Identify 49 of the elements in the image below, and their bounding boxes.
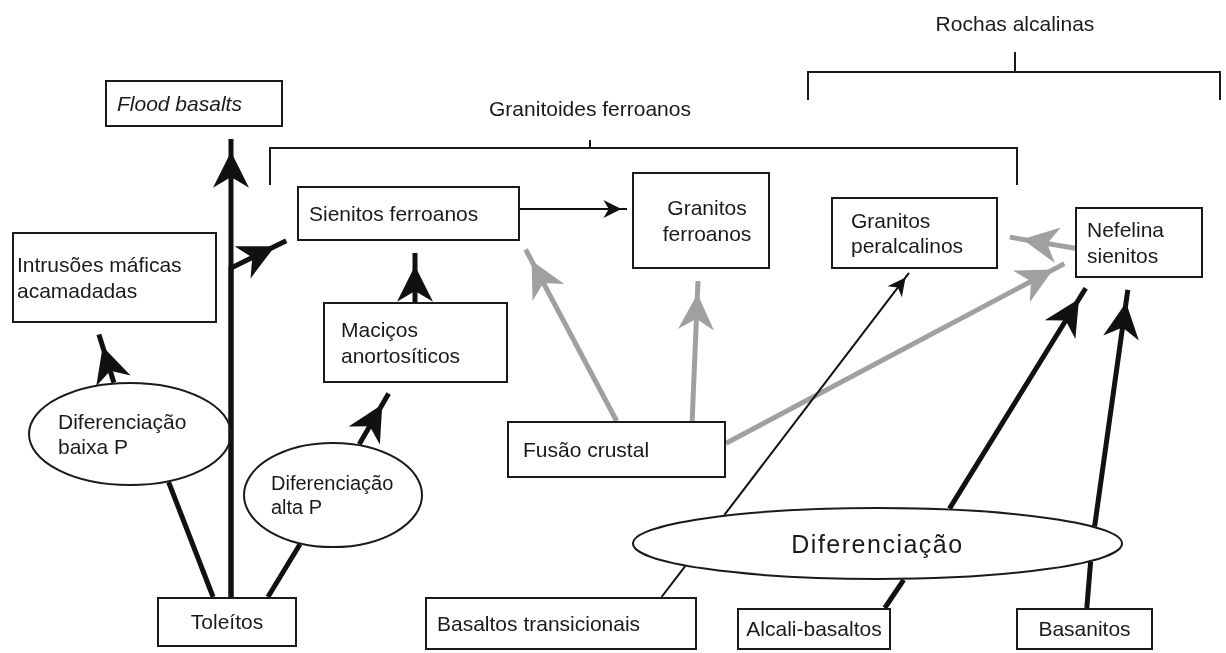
process-ellipse xyxy=(28,382,232,486)
node-label: Diferenciação baixa P xyxy=(58,408,188,460)
process-box xyxy=(831,197,998,269)
node-label: Diferenciação xyxy=(790,528,965,559)
connector-line xyxy=(1084,561,1094,609)
node-label: Flood basalts xyxy=(117,90,243,117)
group-label: Granitoides ferroanos xyxy=(489,97,691,121)
node-label: Basaltos transicionais xyxy=(437,610,642,637)
arrow xyxy=(1009,227,1076,264)
connector-line xyxy=(265,543,303,599)
process-box xyxy=(12,232,217,323)
node-label: Nefelina sienitos xyxy=(1087,217,1166,268)
arrow xyxy=(677,280,714,422)
process-box xyxy=(323,302,508,383)
process-box xyxy=(1016,608,1153,650)
arrow xyxy=(228,238,288,597)
arrow xyxy=(947,286,1088,510)
arrow xyxy=(1092,289,1139,527)
process-box xyxy=(297,186,520,241)
arrow xyxy=(96,333,131,387)
process-ellipse xyxy=(632,507,1123,580)
connector-line xyxy=(660,565,687,598)
node-label: Diferenciação alta P xyxy=(271,471,395,519)
process-box xyxy=(157,597,297,647)
process-box xyxy=(632,172,770,269)
node-label: Alcali-basaltos xyxy=(745,616,883,642)
arrow xyxy=(348,392,391,446)
group-label: Rochas alcalinas xyxy=(935,12,1095,36)
arrow xyxy=(723,272,910,516)
arrow xyxy=(519,200,628,218)
connector-line xyxy=(882,578,906,610)
node-label: Fusão crustal xyxy=(523,436,651,463)
node-label: Intrusões máficas acamadadas xyxy=(17,252,183,303)
node-label: Sienitos ferroanos xyxy=(309,200,480,227)
process-box xyxy=(1075,207,1203,278)
process-box xyxy=(425,597,697,650)
arrow xyxy=(724,261,1066,446)
node-label: Maciços anortosíticos xyxy=(341,317,462,368)
arrow xyxy=(523,248,619,423)
node-label: Basanitos xyxy=(1037,616,1132,642)
process-box xyxy=(507,421,726,478)
node-label: Granitos peralcalinos xyxy=(851,207,965,259)
process-ellipse xyxy=(243,442,423,548)
connector-line xyxy=(166,481,216,598)
arrow xyxy=(397,253,433,302)
process-box xyxy=(105,80,283,127)
process-box xyxy=(737,608,891,650)
node-label: Granitos ferroanos xyxy=(661,195,753,246)
node-label: Toleítos xyxy=(189,609,265,635)
